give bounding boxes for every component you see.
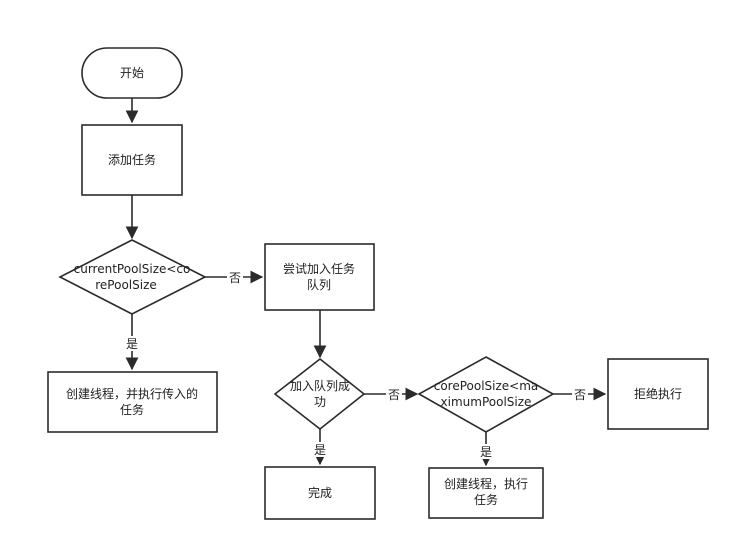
node-done: 完成: [264, 466, 376, 520]
node-create-thread-max-label-line2: 任务: [474, 492, 498, 507]
node-check-core: currentPoolSize<co rePoolSize: [58, 239, 207, 315]
edge-labels: 是 否 是 否 是 否: [124, 270, 588, 459]
edge-label-yes-3: 是: [480, 445, 492, 459]
node-enqueue-ok-label-line1: 加入队列成: [290, 378, 350, 393]
node-check-core-label-line1: currentPoolSize<co: [74, 262, 191, 276]
nodes: 开始 添加任务 currentPoolSize<co rePoolSize 创建…: [47, 47, 709, 520]
node-try-enqueue-label-line1: 尝试加入任务: [283, 261, 355, 276]
node-start: 开始: [81, 47, 183, 99]
node-reject: 拒绝执行: [607, 358, 709, 430]
node-reject-label: 拒绝执行: [634, 386, 682, 401]
edge-label-yes-2: 是: [314, 443, 326, 457]
node-create-thread-core-label-line1: 创建线程，并执行传入的: [66, 386, 198, 401]
node-create-thread-max: 创建线程，执行 任务: [428, 467, 544, 519]
node-create-thread-core-label-line2: 任务: [120, 402, 144, 417]
node-check-max-label-line1: corePoolSize<ma: [434, 379, 539, 393]
edge-label-no-1: 否: [229, 271, 241, 285]
node-check-core-label-line2: rePoolSize: [95, 278, 157, 292]
node-create-thread-core: 创建线程，并执行传入的 任务: [47, 371, 218, 433]
node-try-enqueue-label-line2: 队列: [307, 277, 331, 292]
node-try-enqueue: 尝试加入任务 队列: [264, 243, 375, 311]
node-done-label: 完成: [308, 485, 332, 500]
node-start-label: 开始: [120, 66, 144, 80]
node-enqueue-ok: 加入队列成 功: [273, 357, 366, 431]
node-enqueue-ok-label-line2: 功: [314, 395, 326, 409]
node-check-max-label-line2: ximumPoolSize: [441, 395, 532, 409]
node-add-task: 添加任务: [81, 124, 183, 196]
edge-label-yes-1: 是: [126, 337, 138, 351]
node-check-max: corePoolSize<ma ximumPoolSize: [417, 356, 555, 433]
edge-label-no-2: 否: [388, 388, 400, 402]
node-create-thread-max-label-line1: 创建线程，执行: [444, 476, 528, 491]
node-add-task-label: 添加任务: [108, 152, 156, 167]
edge-label-no-3: 否: [574, 388, 586, 402]
